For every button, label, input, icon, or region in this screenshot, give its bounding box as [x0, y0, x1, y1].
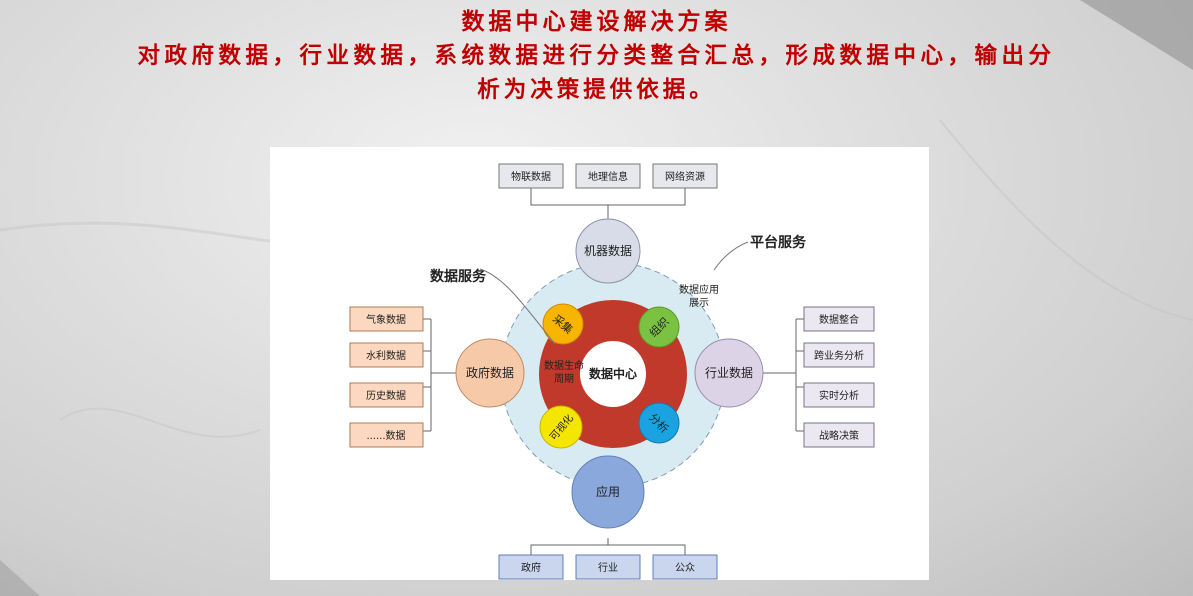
svg-text:平台服务: 平台服务 — [750, 234, 807, 251]
stage-analyze: 分析 — [638, 402, 680, 444]
lifecycle-label-line1: 数据生命 — [544, 359, 584, 372]
svg-text:机器数据: 机器数据 — [584, 243, 632, 258]
svg-text:地理信息: 地理信息 — [588, 170, 628, 183]
svg-text:跨业务分析: 跨业务分析 — [814, 349, 864, 362]
right-output-box: 战略决策 — [803, 422, 875, 448]
top-source-box: 网络资源 — [652, 163, 718, 189]
svg-text:展示: 展示 — [689, 297, 709, 309]
svg-text:物联数据: 物联数据 — [511, 170, 551, 183]
header: 数据中心建设解决方案 对政府数据，行业数据，系统数据进行分类整合汇总，形成数据中… — [0, 6, 1193, 106]
bottom-output-box: 行业 — [575, 554, 641, 580]
svg-text:政府: 政府 — [521, 561, 541, 574]
svg-text:实时分析: 实时分析 — [819, 389, 859, 402]
node-application: 应用 — [571, 455, 645, 529]
page-title: 数据中心建设解决方案 — [461, 9, 732, 35]
data-center-diagram: 数据中心 数据生命 周期 采集 组织 可视化 分析 机器数据 政府数据 — [270, 147, 929, 580]
top-source-box: 物联数据 — [498, 163, 564, 189]
bottom-output-box: 政府 — [498, 554, 564, 580]
left-source-box: 气象数据 — [349, 306, 424, 332]
svg-text:网络资源: 网络资源 — [665, 170, 705, 183]
left-source-box: ......数据 — [349, 422, 424, 448]
svg-text:气象数据: 气象数据 — [366, 313, 406, 326]
svg-text:......数据: ......数据 — [366, 429, 405, 442]
bottom-output-box: 公众 — [652, 554, 718, 580]
right-output-box: 数据整合 — [803, 306, 875, 332]
node-industry-data: 行业数据 — [694, 338, 764, 408]
core-center — [580, 341, 646, 407]
svg-text:政府数据: 政府数据 — [466, 365, 514, 380]
right-output-box: 跨业务分析 — [803, 342, 875, 368]
left-source-box: 水利数据 — [349, 342, 424, 368]
left-source-box: 历史数据 — [349, 382, 424, 408]
page-description-line2: 析为决策提供依据。 — [477, 77, 716, 103]
svg-text:行业: 行业 — [598, 561, 618, 574]
svg-text:战略决策: 战略决策 — [819, 429, 859, 442]
right-output-box: 实时分析 — [803, 382, 875, 408]
stage-organize: 组织 — [638, 306, 680, 348]
svg-text:行业数据: 行业数据 — [705, 365, 753, 380]
svg-text:数据服务: 数据服务 — [430, 268, 487, 285]
stage-visualize: 可视化 — [539, 405, 583, 449]
svg-text:公众: 公众 — [675, 562, 695, 574]
page-description-line1: 对政府数据，行业数据，系统数据进行分类整合汇总，形成数据中心，输出分 — [137, 43, 1056, 69]
svg-text:应用: 应用 — [596, 484, 620, 499]
node-government-data: 政府数据 — [455, 338, 525, 408]
svg-text:历史数据: 历史数据 — [366, 389, 406, 402]
svg-text:数据整合: 数据整合 — [819, 313, 859, 326]
lifecycle-label-line2: 周期 — [554, 373, 574, 385]
callout-data-service: 数据服务 — [430, 268, 556, 345]
center-label: 数据中心 — [589, 366, 637, 381]
svg-text:水利数据: 水利数据 — [366, 349, 406, 362]
callout-app-display: 数据应用 展示 — [679, 283, 719, 309]
svg-text:数据应用: 数据应用 — [679, 283, 719, 296]
node-machine-data: 机器数据 — [575, 218, 641, 284]
connector-lines — [423, 188, 804, 555]
callout-platform-service: 平台服务 — [713, 234, 807, 271]
top-source-box: 地理信息 — [575, 163, 641, 189]
stage-collect: 采集 — [542, 303, 584, 345]
